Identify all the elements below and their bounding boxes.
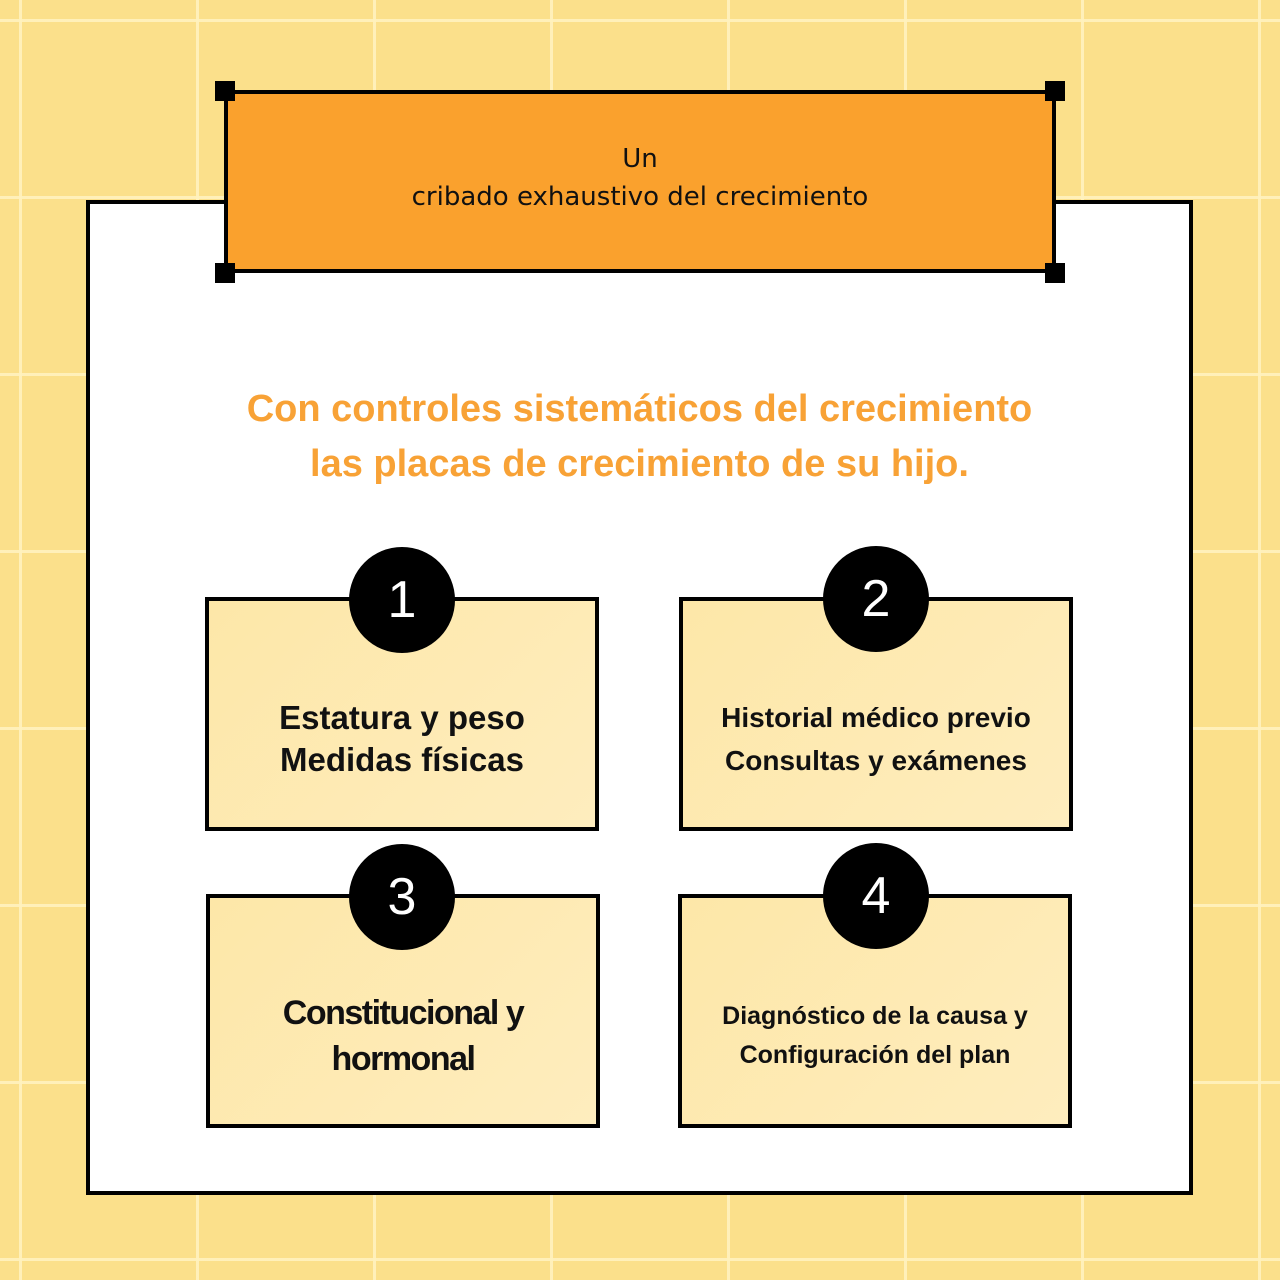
- step-number-badge-4: 4: [823, 843, 929, 949]
- banner-line-2: cribado exhaustivo del crecimiento: [411, 181, 869, 212]
- headline-line-1: Con controles sistemáticos del crecimien…: [246, 388, 1033, 430]
- resize-handle-top-left-icon: [215, 81, 235, 101]
- step-line-1: Historial médico previo: [721, 702, 1031, 733]
- headline-line-2: las placas de crecimiento de su hijo.: [310, 443, 969, 485]
- step-line-2: hormonal: [331, 1040, 476, 1078]
- resize-handle-bottom-left-icon: [215, 263, 235, 283]
- step-line-1: Diagnóstico de la causa y: [722, 1002, 1028, 1030]
- title-banner: Un cribado exhaustivo del crecimiento: [224, 90, 1056, 273]
- step-number-badge-1: 1: [349, 547, 455, 653]
- step-text: Historial médico previo Consultas y exám…: [721, 696, 1031, 782]
- step-card-2: Historial médico previo Consultas y exám…: [679, 597, 1073, 831]
- step-line-2: Configuración del plan: [739, 1041, 1011, 1069]
- step-text: Diagnóstico de la causa y Configuración …: [722, 997, 1028, 1075]
- resize-handle-bottom-right-icon: [1045, 263, 1065, 283]
- step-line-1: Estatura y peso: [279, 699, 525, 736]
- step-number-badge-2: 2: [823, 546, 929, 652]
- step-text: Estatura y peso Medidas físicas: [279, 697, 525, 781]
- step-line-1: Constitucional y: [282, 994, 525, 1032]
- resize-handle-top-right-icon: [1045, 81, 1065, 101]
- banner-line-1: Un: [622, 143, 658, 174]
- step-line-2: Consultas y exámenes: [725, 745, 1027, 776]
- step-number-badge-3: 3: [349, 844, 455, 950]
- headline: Con controles sistemáticos del crecimien…: [86, 382, 1193, 492]
- step-text: Constitucional y hormonal: [282, 990, 525, 1082]
- step-line-2: Medidas físicas: [280, 741, 524, 778]
